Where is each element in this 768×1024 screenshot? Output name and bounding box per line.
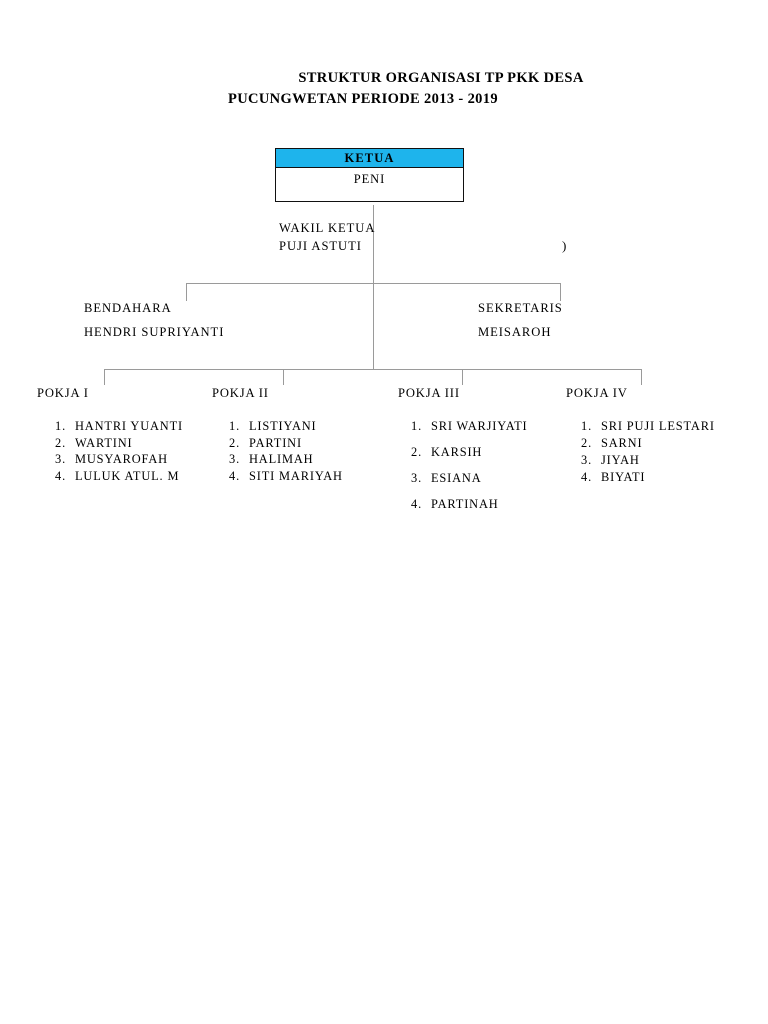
list-item: HANTRI YUANTI xyxy=(70,418,230,435)
pokja-3-title: POKJA III xyxy=(398,386,460,400)
list-item: ESIANA xyxy=(426,470,591,486)
connector-drop-pokja-3 xyxy=(462,369,463,385)
connector-drop-pokja-4 xyxy=(641,369,642,385)
pokja-4-title: POKJA IV xyxy=(566,386,628,400)
pokja-2-title: POKJA II xyxy=(212,386,269,400)
pokja-1-title: POKJA I xyxy=(37,386,89,400)
ketua-name: PENI xyxy=(275,168,464,202)
title-line-2: PUCUNGWETAN PERIODE 2013 - 2019 xyxy=(228,91,498,107)
list-item: KARSIH xyxy=(426,444,591,460)
wakil-ketua-name: PUJI ASTUTI xyxy=(279,239,362,253)
list-item: SRI PUJI LESTARI xyxy=(596,418,768,434)
sekretaris-role: SEKRETARIS xyxy=(478,301,563,315)
list-item: HALIMAH xyxy=(244,451,409,468)
list-item: PARTINI xyxy=(244,435,409,452)
bendahara-role: BENDAHARA xyxy=(84,301,172,315)
connector-drop-bendahara xyxy=(186,283,187,301)
list-item: LULUK ATUL. M xyxy=(70,468,230,485)
pokja-3-members: SRI WARJIYATI KARSIH ESIANA PARTINAH xyxy=(400,418,591,522)
connector-bus-level2 xyxy=(186,283,561,284)
pokja-1-members: HANTRI YUANTI WARTINI MUSYAROFAH LULUK A… xyxy=(44,418,230,484)
pokja-2-members: LISTIYANI PARTINI HALIMAH SITI MARIYAH xyxy=(218,418,409,484)
connector-bus-pokja xyxy=(104,369,642,370)
bendahara-name: HENDRI SUPRIYANTI xyxy=(84,325,225,339)
list-item: JIYAH xyxy=(596,452,768,468)
pokja-4-members: SRI PUJI LESTARI SARNI JIYAH BIYATI xyxy=(570,418,768,486)
ketua-role-header: KETUA xyxy=(275,148,464,168)
list-item: WARTINI xyxy=(70,435,230,452)
title-line-1: STRUKTUR ORGANISASI TP PKK DESA xyxy=(298,70,584,86)
wakil-ketua-role: WAKIL KETUA xyxy=(279,221,376,235)
list-item: SITI MARIYAH xyxy=(244,468,409,485)
page-title: STRUKTUR ORGANISASI TP PKK DESA PUCUNGWE… xyxy=(228,68,648,110)
connector-drop-sekretaris xyxy=(560,283,561,301)
connector-drop-pokja-2 xyxy=(283,369,284,385)
list-item: SARNI xyxy=(596,435,768,451)
ketua-node: KETUA PENI xyxy=(275,148,464,202)
list-item: SRI WARJIYATI xyxy=(426,418,591,434)
stray-paren-mark: ) xyxy=(562,238,567,253)
sekretaris-name: MEISAROH xyxy=(478,325,552,339)
list-item: PARTINAH xyxy=(426,496,591,512)
list-item: LISTIYANI xyxy=(244,418,409,435)
list-item: BIYATI xyxy=(596,469,768,485)
connector-drop-pokja-1 xyxy=(104,369,105,385)
list-item: MUSYAROFAH xyxy=(70,451,230,468)
connector-main-stem xyxy=(373,205,374,369)
